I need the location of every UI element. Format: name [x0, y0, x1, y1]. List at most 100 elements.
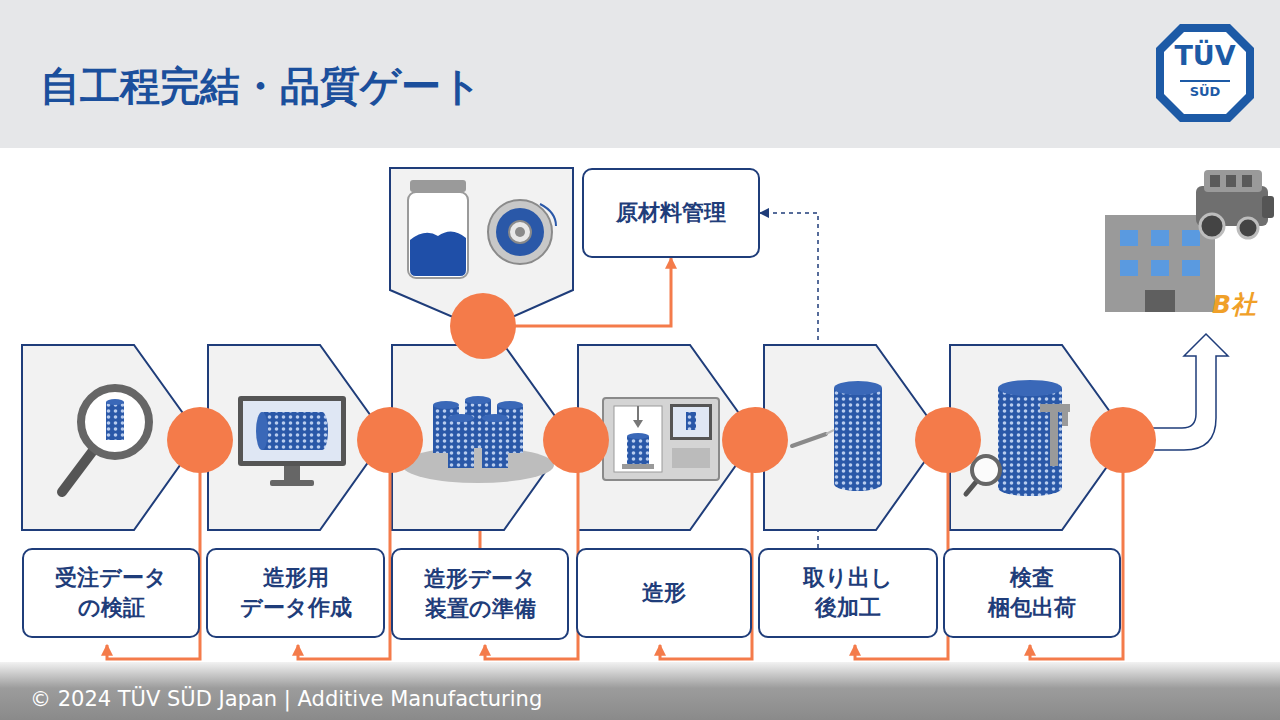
postprocess-icon: [826, 430, 834, 434]
box-label: 造形データ 装置の準備: [414, 564, 546, 623]
printer-icon: [627, 433, 649, 439]
quality-gates: [167, 293, 1156, 473]
box-label: 造形: [642, 578, 686, 608]
engine-icon: [1210, 175, 1220, 187]
quality-gates: [722, 407, 788, 473]
engine-icon: [1200, 214, 1224, 238]
inspection-icon: [1062, 412, 1068, 426]
inspection-icon: [998, 388, 1062, 488]
process-box: 取り出し 後加工: [758, 548, 938, 638]
build-plate-icon: [482, 418, 508, 468]
monitor-icon: [284, 466, 300, 480]
inspection-icon: [966, 380, 1070, 496]
engine-icon: [1242, 175, 1252, 187]
inspection-icon: [998, 480, 1062, 496]
printer-icon: [627, 436, 649, 464]
printer-icon: [670, 404, 712, 440]
material-chevron: [488, 200, 552, 264]
engine-icon: [1262, 196, 1274, 218]
engine-icon: [1196, 170, 1274, 238]
monitor-icon: [256, 412, 268, 450]
printer-icon: [622, 464, 654, 469]
box-label: 検査 梱包出荷: [966, 563, 1098, 622]
material-chevron: [410, 180, 466, 192]
magnifier-icon: [81, 388, 149, 456]
printer-icon: [672, 448, 710, 468]
monitor-icon: [262, 412, 322, 450]
material-chevron: [540, 204, 556, 226]
building-icon: [1182, 230, 1200, 246]
inspection-icon: [1050, 404, 1058, 466]
process-box: 受注データ の検証: [22, 548, 200, 638]
build-plate-icon: [497, 401, 523, 409]
material-chevron: [408, 192, 468, 278]
engine-icon: [1238, 218, 1258, 238]
magnifier-icon: [106, 402, 124, 440]
box-label: 原材料管理: [616, 198, 726, 228]
monitor-icon: [238, 396, 346, 466]
building-icon: [1105, 215, 1215, 312]
engine-icon: [1226, 175, 1236, 187]
building-icon: [1145, 290, 1175, 312]
monitor-icon: [316, 412, 328, 450]
logo-text: TÜV: [1160, 40, 1250, 72]
building-icon: [1151, 230, 1169, 246]
building-icon: [1151, 260, 1169, 276]
inspection-icon: [1040, 404, 1070, 412]
inspection-icon: [966, 482, 976, 494]
material-chevron: [515, 227, 525, 237]
ship-arrow: [1150, 334, 1228, 450]
postprocess-icon: [834, 388, 882, 484]
postprocess-icon: [834, 381, 882, 395]
box-label: 受注データ の検証: [45, 563, 177, 622]
postprocess-icon: [792, 434, 826, 446]
material-chevron: [496, 208, 544, 256]
company-label: B社: [1212, 290, 1256, 320]
building-icon: [1120, 260, 1138, 276]
material-chevron: [410, 231, 466, 276]
build-plate-icon: [402, 396, 554, 483]
magnifier-icon: [62, 452, 92, 492]
process-box: 検査 梱包出荷: [943, 548, 1121, 638]
quality-gates: [450, 293, 516, 359]
quality-gates: [357, 407, 423, 473]
build-plate-icon: [448, 418, 474, 468]
printer-icon: [686, 412, 696, 430]
printer-icon: [614, 406, 662, 472]
slide-title: 自工程完結・品質ゲート: [40, 62, 482, 110]
process-box: 造形用 データ作成: [206, 548, 385, 638]
printer-icon: [603, 398, 719, 480]
monitor-icon: [270, 480, 314, 486]
process-box: 造形データ 装置の準備: [391, 548, 569, 640]
material-chevron: [509, 221, 531, 243]
logo: [1156, 24, 1254, 122]
quality-gates: [915, 407, 981, 473]
logo: [1180, 80, 1230, 82]
magnifier-icon: [62, 388, 149, 492]
build-plate-icon: [448, 414, 474, 422]
inspection-icon: [998, 380, 1062, 396]
process-box: 造形: [576, 548, 752, 638]
building-icon: [1182, 260, 1200, 276]
magnifier-icon: [106, 399, 124, 405]
build-plate-icon: [433, 401, 459, 409]
postprocess-icon: [834, 477, 882, 491]
footer-text: © 2024 TÜV SÜD Japan | Additive Manufact…: [30, 687, 542, 712]
inspection-icon: [972, 456, 1000, 484]
building-icon: [1120, 230, 1138, 246]
feedback-loops: [107, 470, 1123, 659]
logo-subtext: SÜD: [1160, 84, 1250, 100]
quality-gates: [167, 407, 233, 473]
engine-icon: [1204, 170, 1262, 192]
printer-icon: [633, 420, 643, 428]
postprocess-icon: [792, 381, 882, 491]
logo: [1156, 24, 1254, 122]
building-icon: [1105, 215, 1215, 312]
printer-icon: [603, 398, 719, 480]
process-chevrons: [22, 345, 1128, 530]
monitor-icon: [243, 401, 341, 461]
printer-icon: [637, 406, 639, 420]
monitor-icon: [238, 396, 346, 486]
printer-icon: [673, 407, 709, 437]
